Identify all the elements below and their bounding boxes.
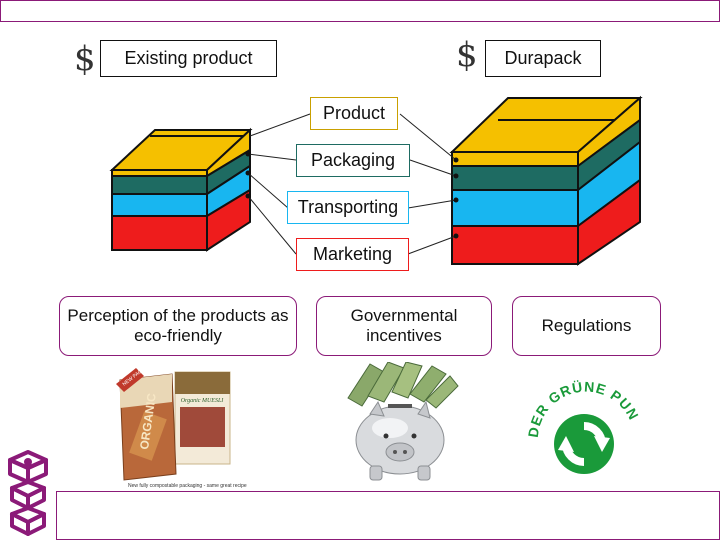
- durapack-box: [449, 95, 643, 266]
- dollar-icon-right: $: [456, 35, 478, 75]
- layer-label-marketing: Marketing: [296, 238, 409, 271]
- durapack-label: Durapack: [485, 40, 601, 77]
- recycle-arrows-icon: [554, 414, 614, 474]
- piggy-bank-image: [340, 361, 460, 486]
- piggy-bank-icon: [355, 400, 445, 481]
- existing-product-label: Existing product: [100, 40, 277, 77]
- layer-label-product: Product: [310, 97, 398, 130]
- connector-dots: [245, 151, 459, 239]
- layer-label-transporting: Transporting: [287, 191, 409, 224]
- connector-lines: [247, 113, 457, 255]
- packaging-caption: New fully compostable packaging - same g…: [128, 483, 247, 489]
- muesli-subtitle: Organic MUESLI: [181, 398, 225, 404]
- factor-regulations: Regulations: [512, 296, 661, 356]
- layer-label-packaging: Packaging: [296, 144, 410, 177]
- brand-logo: [2, 448, 54, 538]
- gruene-punkt-logo: DER GRÜNE PUNKT: [516, 355, 646, 478]
- organic-muesli-image: NEW PACKAGING ORGANIC Organic MUESLI New…: [110, 357, 250, 494]
- existing-product-box: [109, 127, 253, 252]
- factor-perception: Perception of the products as eco-friend…: [59, 296, 297, 356]
- money-icon: [347, 361, 459, 409]
- factor-incentives: Governmental incentives: [316, 296, 492, 356]
- bottom-bar: [56, 491, 720, 540]
- dollar-icon-left: $: [74, 39, 96, 79]
